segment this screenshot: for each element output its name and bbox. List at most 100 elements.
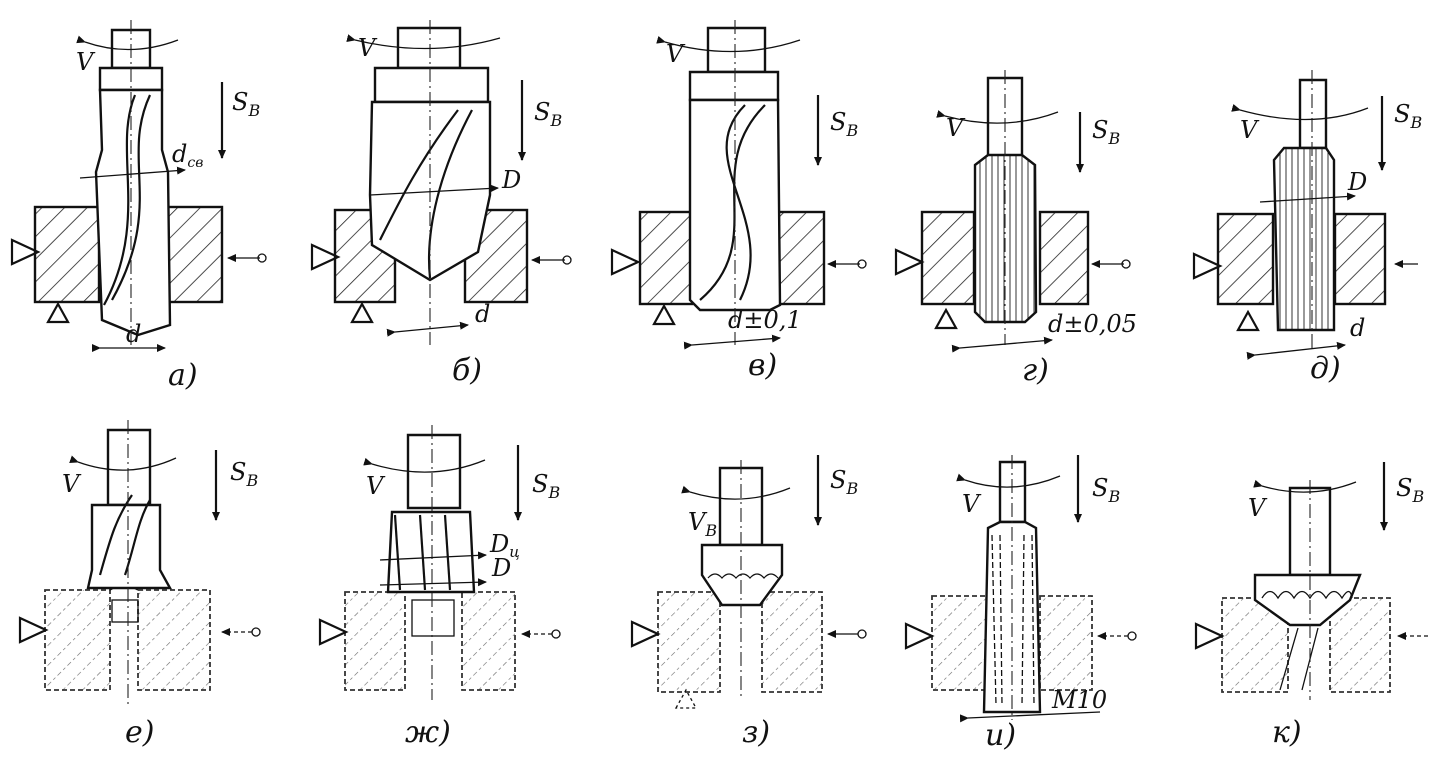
s-label: SB	[230, 458, 258, 490]
dim-label: d	[475, 300, 490, 328]
clamp-point-icon	[857, 629, 867, 639]
dim-label: d±0,1	[728, 306, 802, 334]
v-label: VB	[688, 508, 717, 540]
clamp-point-icon	[251, 627, 261, 637]
clamp-point-icon	[857, 259, 867, 269]
bottom-support-icon	[46, 301, 70, 324]
dim-line-lower	[959, 711, 1101, 723]
v-label: V	[62, 470, 82, 498]
workpiece-right	[461, 591, 516, 691]
panel-caption: к)	[1272, 715, 1302, 750]
rotation-arrow	[76, 35, 179, 51]
panel-caption: б)	[452, 353, 482, 388]
rotation-arrow	[346, 34, 501, 50]
tool-collar	[688, 70, 780, 102]
workpiece-right	[137, 589, 211, 691]
bottom-support-icon	[1236, 309, 1260, 332]
flute-line	[725, 104, 752, 301]
panel-k: V SB к)	[1194, 462, 1428, 750]
countersink-body	[1253, 573, 1362, 627]
s-label: SB	[1092, 116, 1120, 148]
bottom-support-icon	[674, 688, 698, 709]
locating-support-icon	[18, 616, 49, 644]
tool-shank	[106, 428, 152, 507]
workpiece-right	[774, 210, 826, 306]
v-label: V	[666, 40, 686, 68]
v-label: V	[76, 48, 96, 76]
dim-line-upper	[79, 166, 186, 179]
dim-line-lower	[1246, 341, 1346, 360]
v-label: V	[1248, 494, 1268, 522]
workpiece-right	[761, 591, 823, 693]
rotation-arrow	[936, 110, 1059, 124]
locating-support-icon	[10, 238, 41, 266]
tool-shank	[1298, 78, 1328, 150]
s-label: SB	[1092, 474, 1120, 506]
cutting-teeth	[1261, 590, 1353, 600]
dim-label: M10	[1051, 686, 1107, 714]
flute-line	[699, 104, 766, 301]
panel-caption: а)	[168, 358, 198, 393]
panel-e: V SB е)	[18, 420, 261, 750]
clamp-point-icon	[1121, 259, 1131, 269]
rotation-arrow	[69, 455, 177, 471]
panel-caption: е)	[125, 715, 154, 750]
panel-a: V SB dсв d а)	[10, 20, 267, 393]
workpiece-right	[1038, 210, 1090, 306]
rotation-arrow	[1253, 479, 1357, 493]
dim-label: d±0,05	[1048, 310, 1137, 338]
reamer-body	[1272, 146, 1336, 332]
dim-line-lower	[951, 336, 1053, 353]
panel-v: V SB d±0,1 в)	[610, 20, 867, 383]
workpiece-left	[33, 205, 101, 304]
flute-line	[111, 94, 151, 301]
workpiece-left	[44, 589, 111, 691]
dim-line-lower	[683, 334, 781, 350]
s-label: SB	[534, 98, 562, 130]
panel-d: V SB D d д)	[1192, 70, 1422, 386]
s-label: SB	[232, 88, 260, 120]
dim-label: Dц	[489, 530, 520, 561]
s-label: SB	[1396, 474, 1424, 506]
dim-label: d	[1350, 314, 1365, 342]
drill-body	[94, 88, 172, 337]
rotation-arrow	[1231, 104, 1369, 121]
clamp-point-icon	[551, 629, 561, 639]
v-label: V	[358, 34, 378, 62]
dim-line-lower	[386, 321, 469, 337]
locating-support-icon	[318, 618, 349, 646]
s-label: SB	[830, 108, 858, 140]
dim-label: dсв	[172, 140, 203, 171]
counterbore-body	[86, 503, 173, 590]
workpiece-left	[1216, 212, 1275, 306]
rotation-arrow	[956, 473, 1061, 488]
workpiece-right	[1039, 595, 1093, 691]
locating-support-icon	[904, 622, 935, 650]
cutting-teeth	[707, 573, 779, 579]
dim-label: D	[1347, 168, 1367, 196]
rotation-arrow	[656, 35, 801, 53]
flute-line	[427, 109, 473, 279]
flute-line	[418, 514, 427, 591]
s-label: SB	[532, 470, 560, 502]
panel-caption: з)	[742, 715, 770, 750]
panel-caption: г)	[1022, 353, 1049, 388]
v-label: V	[946, 114, 966, 142]
bottom-support-icon	[350, 301, 374, 324]
panel-caption: ж)	[405, 715, 451, 750]
bottom-support-icon	[934, 307, 958, 330]
workpiece-left	[931, 595, 989, 691]
workpiece-left	[920, 210, 976, 306]
rotation-arrow	[681, 485, 791, 500]
flute-line	[379, 109, 459, 241]
workpiece-right	[1333, 212, 1387, 306]
panel-caption: в)	[748, 348, 777, 383]
panel-caption: д)	[1310, 351, 1341, 386]
panel-g: V SB d±0,05 г)	[894, 70, 1137, 388]
panel-z: VB SB з)	[630, 455, 867, 750]
locating-support-icon	[630, 620, 661, 648]
dim-line-upper	[379, 551, 487, 561]
flute-line	[103, 94, 137, 306]
v-label: V	[366, 472, 386, 500]
